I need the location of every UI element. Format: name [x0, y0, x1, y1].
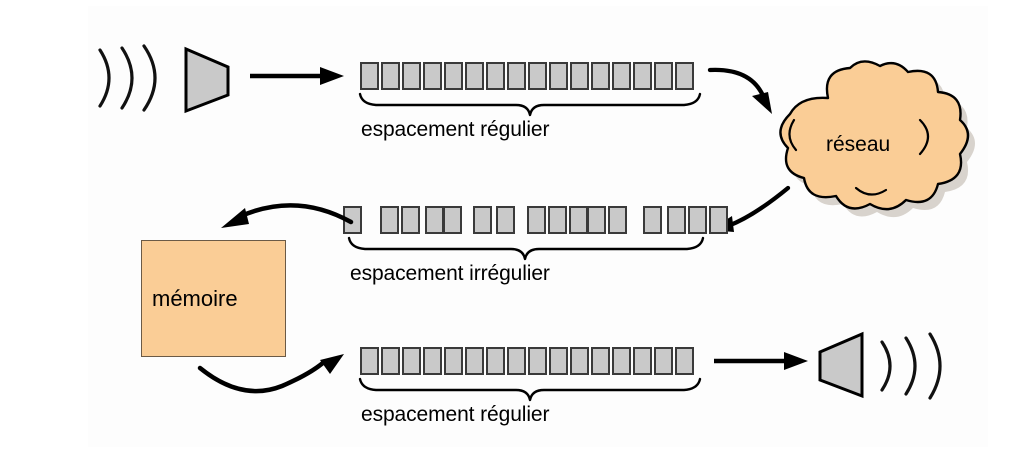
paquet — [402, 62, 421, 90]
paquet — [633, 62, 652, 90]
paquet — [675, 62, 694, 90]
paquet — [675, 347, 694, 375]
paquet — [401, 206, 420, 234]
paquet — [587, 206, 606, 234]
accolade-rangee-3 — [356, 377, 704, 403]
paquet — [360, 62, 379, 90]
paquet — [612, 62, 631, 90]
memoire-label: mémoire — [152, 286, 238, 311]
haut-parleur-sortie — [812, 330, 870, 400]
paquet — [465, 62, 484, 90]
paquet — [486, 62, 505, 90]
paquet — [444, 347, 463, 375]
paquet — [360, 347, 379, 375]
haut-parleur-source — [180, 45, 236, 115]
paquet — [569, 206, 588, 234]
paquet — [528, 62, 547, 90]
paquet — [643, 206, 662, 234]
paquet — [444, 62, 463, 90]
libelle-espacement-rangee-3: espacement régulier — [361, 403, 550, 426]
paquet — [570, 62, 589, 90]
paquet — [402, 347, 421, 375]
paquet — [549, 347, 568, 375]
paquet — [667, 206, 686, 234]
libelle-espacement-rangee-2: espacement irrégulier — [350, 262, 550, 285]
paquet — [527, 206, 546, 234]
paquet — [549, 62, 568, 90]
arrow-row2-to-memory — [205, 188, 355, 236]
memoire-boite — [141, 240, 286, 357]
paquet — [423, 62, 442, 90]
arrow-memory-to-row3 — [197, 352, 358, 400]
paquets-rangee-reguliere-haut — [360, 62, 700, 92]
paquet — [486, 347, 505, 375]
arrow-source-to-row1 — [248, 62, 348, 90]
paquets-rangee-irreguliere — [343, 206, 733, 236]
paquets-rangee-reguliere-bas — [360, 347, 700, 377]
paquet — [423, 347, 442, 375]
paquet — [591, 347, 610, 375]
paquet — [381, 347, 400, 375]
arrow-row3-to-speaker — [712, 347, 812, 375]
ondes-sonores-sortie — [872, 326, 962, 406]
paquet — [425, 206, 444, 234]
paquet — [688, 206, 707, 234]
paquet — [654, 62, 673, 90]
paquet — [633, 347, 652, 375]
paquet — [612, 347, 631, 375]
libelle-espacement-rangee-1: espacement régulier — [361, 118, 550, 141]
paquet — [507, 347, 526, 375]
paquet — [570, 347, 589, 375]
arrow-row1-to-cloud — [706, 62, 796, 122]
paquet — [507, 62, 526, 90]
accolade-rangee-1 — [356, 92, 704, 118]
paquet — [496, 206, 515, 234]
accolade-rangee-2 — [345, 236, 707, 262]
paquet — [709, 206, 728, 234]
paquet — [381, 62, 400, 90]
paquet — [473, 206, 492, 234]
paquet — [465, 347, 484, 375]
ondes-sonores-source — [88, 38, 178, 118]
paquet — [528, 347, 547, 375]
paquet — [608, 206, 627, 234]
reseau-nuage — [770, 60, 985, 237]
reseau-label: réseau — [826, 133, 891, 156]
paquet — [548, 206, 567, 234]
paquet — [443, 206, 462, 234]
paquet — [380, 206, 399, 234]
paquet — [654, 347, 673, 375]
paquet — [591, 62, 610, 90]
